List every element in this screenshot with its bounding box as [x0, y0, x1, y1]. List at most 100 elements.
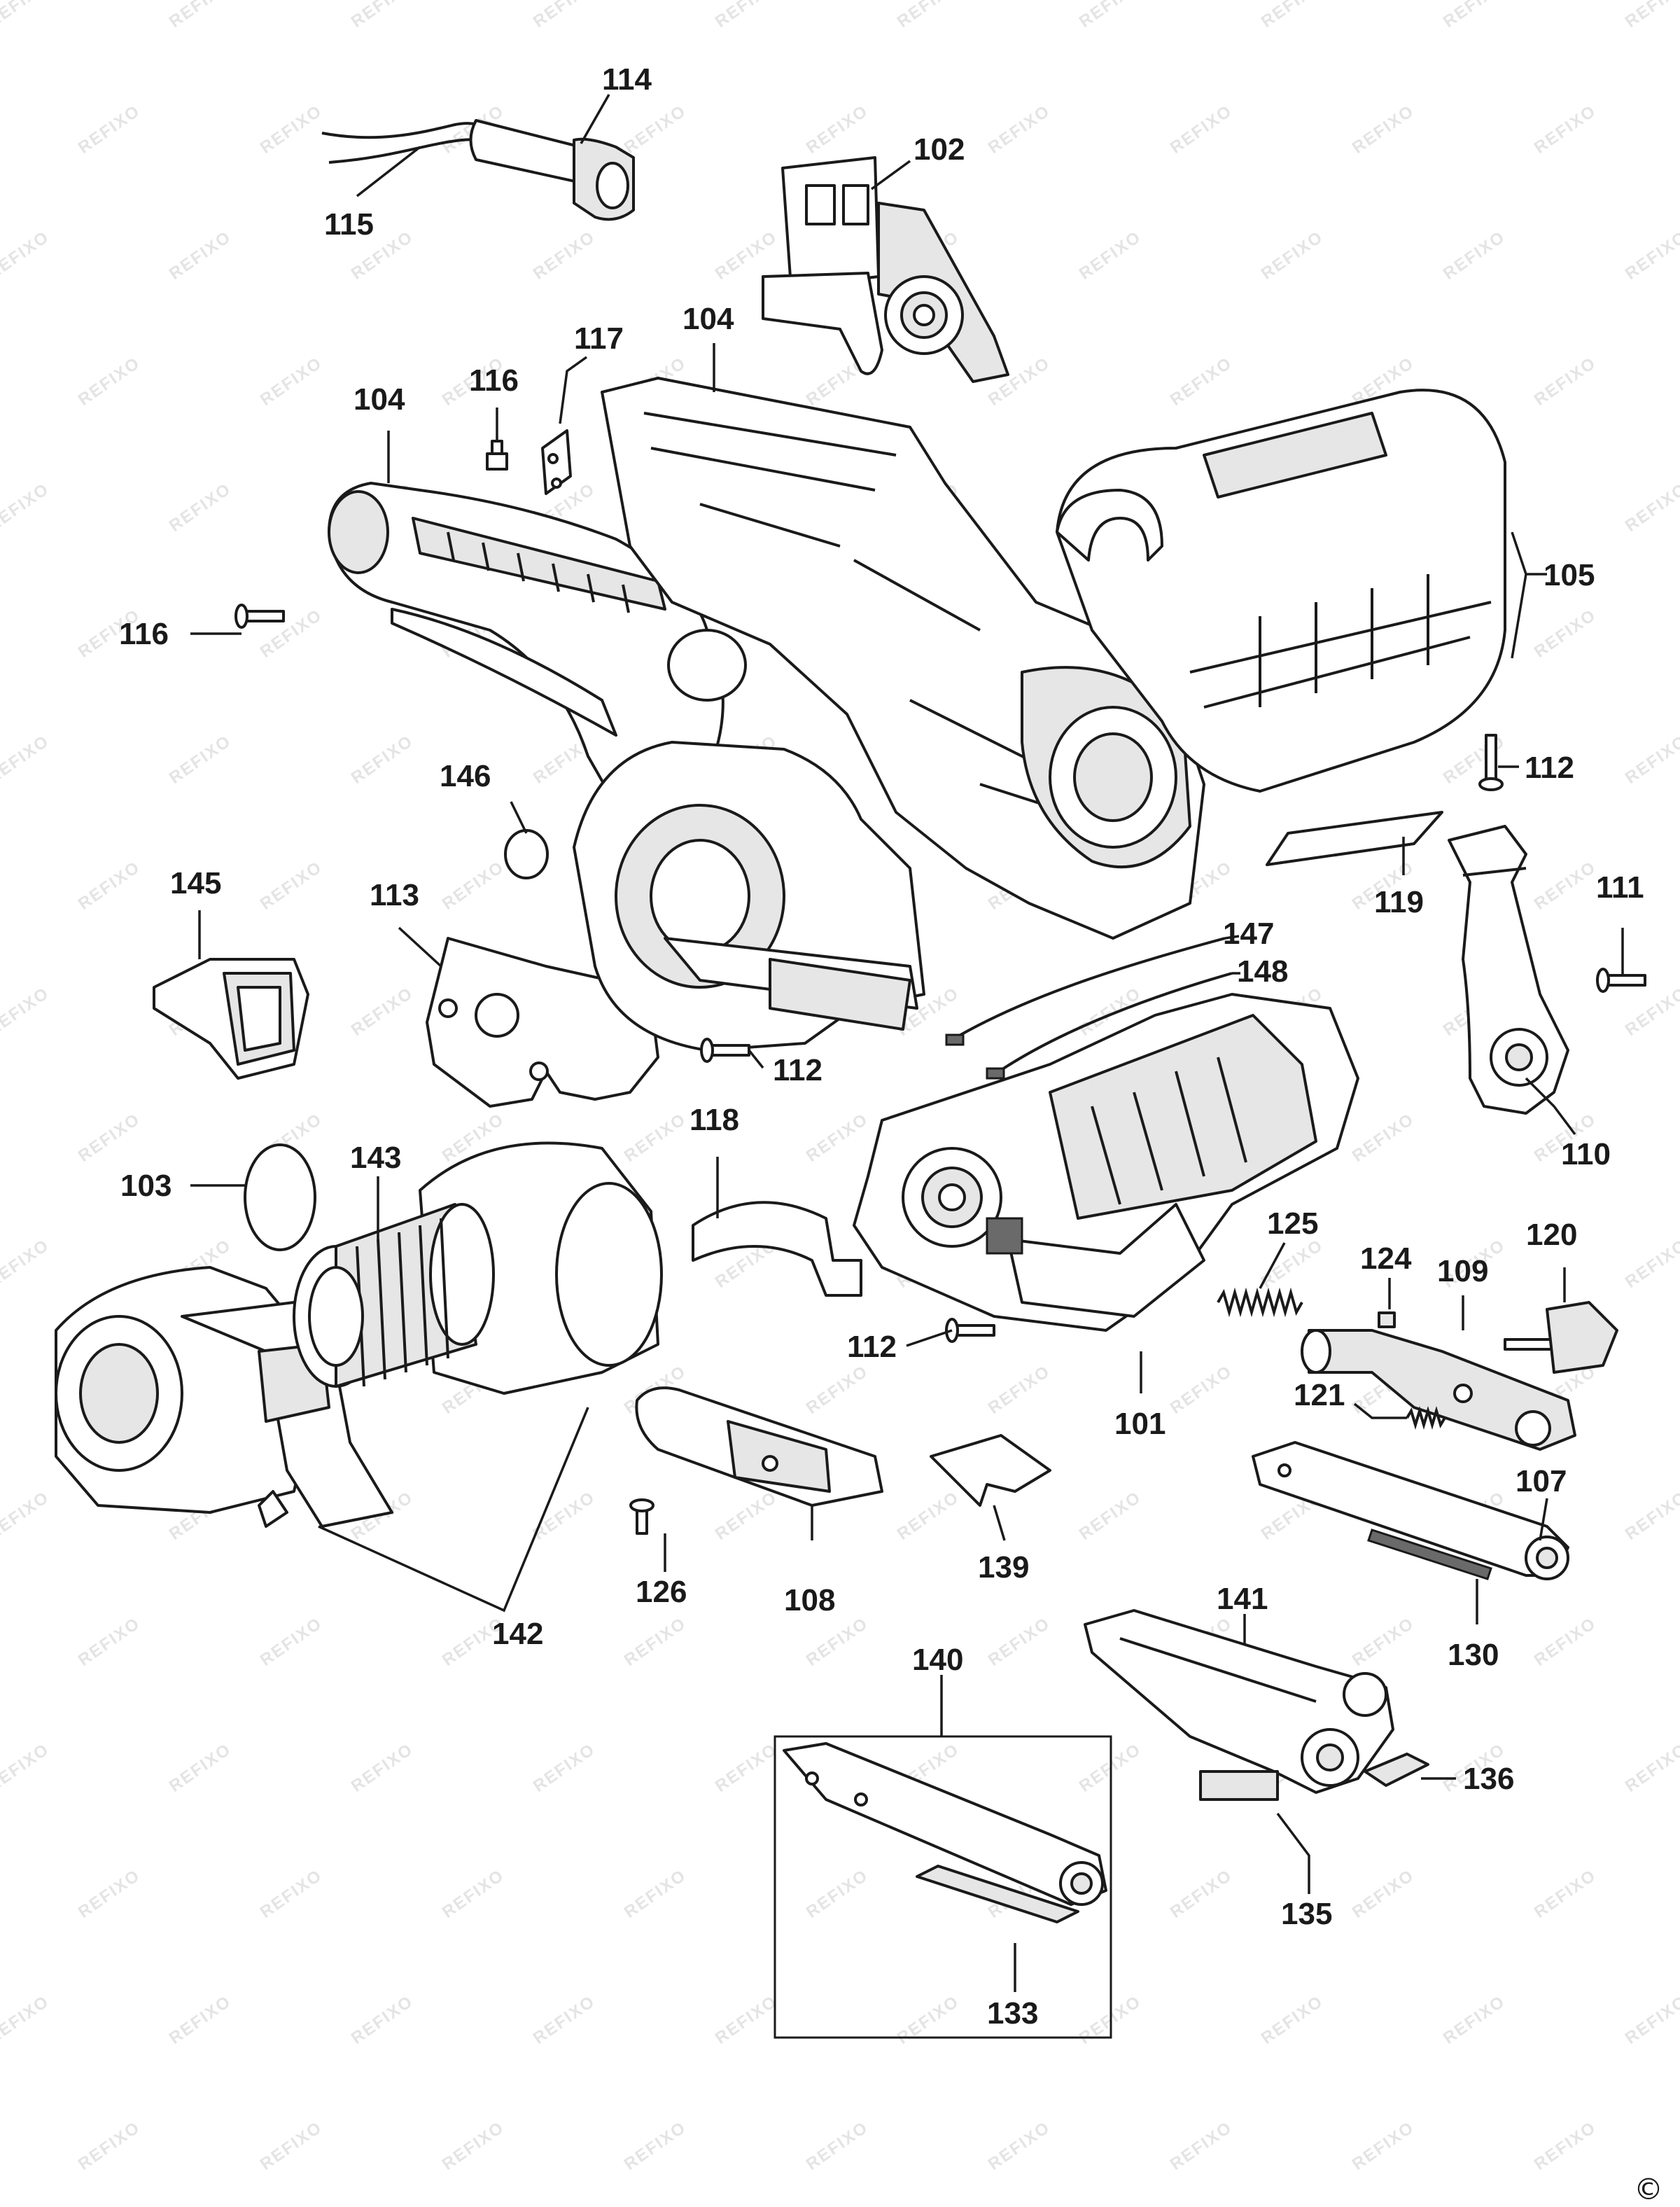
lever-drawing[interactable]	[1448, 825, 1569, 1115]
part-label-136[interactable]: 136	[1463, 1762, 1514, 1796]
part-label-135[interactable]: 135	[1281, 1897, 1332, 1931]
part-label-113[interactable]: 113	[370, 878, 419, 912]
switch-drawing[interactable]	[762, 156, 1009, 383]
screw-middle-drawing[interactable]	[700, 1038, 750, 1063]
screw-lower-drawing[interactable]	[945, 1318, 995, 1343]
leader-lines	[190, 94, 1624, 1992]
main-housing-drawing[interactable]	[573, 741, 925, 1052]
part-label-121[interactable]: 121	[1294, 1378, 1345, 1412]
part-label-102[interactable]: 102	[913, 132, 965, 167]
watermark-text: REFIXO	[1531, 354, 1600, 410]
label-plate-drawing[interactable]	[1266, 811, 1443, 866]
belt-arm-107-drawing[interactable]	[1252, 1441, 1569, 1580]
part-label-125[interactable]: 125	[1267, 1206, 1318, 1241]
handle-half-left-drawing[interactable]	[328, 482, 747, 807]
filter-drawing[interactable]	[293, 1203, 495, 1388]
pad-135-drawing[interactable]	[1199, 1770, 1279, 1801]
part-label-116-left[interactable]: 116	[119, 617, 169, 651]
part-label-139[interactable]: 139	[978, 1550, 1029, 1585]
part-label-141[interactable]: 141	[1217, 1582, 1268, 1616]
watermark-text: REFIXO	[1440, 228, 1509, 284]
pad-124-drawing[interactable]	[1378, 1311, 1396, 1328]
latch-drawing[interactable]	[635, 1386, 883, 1507]
part-label-140[interactable]: 140	[912, 1643, 963, 1677]
handle-half-right-drawing[interactable]	[601, 377, 1205, 940]
dust-canister-drawing[interactable]	[55, 1141, 663, 1528]
watermark-text: REFIXO	[166, 1992, 235, 2048]
part-label-116-top[interactable]: 116	[469, 363, 519, 398]
part-label-119[interactable]: 119	[1374, 885, 1424, 919]
part-label-110[interactable]: 110	[1561, 1137, 1611, 1171]
screw-111-drawing[interactable]	[1596, 968, 1646, 993]
part-label-107[interactable]: 107	[1516, 1464, 1567, 1498]
o-ring-103-drawing[interactable]	[244, 1143, 316, 1251]
screw-116-left-drawing[interactable]	[234, 604, 285, 629]
motor-cover-drawing[interactable]	[1056, 389, 1506, 793]
watermark-text: REFIXO	[348, 984, 417, 1040]
belt-arm-140-drawing[interactable]	[783, 1742, 1107, 1906]
pin-drawing[interactable]	[629, 1498, 654, 1535]
knob-drawing[interactable]	[1504, 1301, 1618, 1374]
platen-133-drawing[interactable]	[916, 1865, 1079, 1923]
part-label-130[interactable]: 130	[1448, 1638, 1499, 1672]
part-label-103[interactable]: 103	[120, 1169, 172, 1203]
watermark-text: REFIXO	[621, 102, 690, 158]
tension-lever-drawing[interactable]	[1301, 1329, 1576, 1451]
part-label-120[interactable]: 120	[1526, 1218, 1577, 1252]
part-label-104-top[interactable]: 104	[682, 302, 734, 336]
part-label-104-left[interactable]: 104	[354, 382, 405, 417]
platen-130-drawing[interactable]	[1367, 1529, 1492, 1580]
part-label-148[interactable]: 148	[1237, 954, 1288, 989]
part-label-143[interactable]: 143	[350, 1141, 401, 1175]
part-label-109[interactable]: 109	[1437, 1254, 1488, 1288]
watermark-text: REFIXO	[348, 1992, 417, 2048]
part-label-124[interactable]: 124	[1360, 1241, 1412, 1276]
watermark-text: REFIXO	[1622, 1236, 1680, 1292]
part-label-112-middle[interactable]: 112	[773, 1053, 822, 1087]
watermark-text: REFIXO	[0, 984, 52, 1040]
wire-148-drawing[interactable]	[993, 972, 1233, 1076]
screw-right-drawing[interactable]	[1478, 734, 1504, 791]
part-label-111[interactable]: 111	[1596, 870, 1644, 905]
watermark-text: REFIXO	[803, 1866, 872, 1922]
part-label-147[interactable]: 147	[1223, 917, 1274, 951]
part-label-126[interactable]: 126	[636, 1575, 687, 1609]
part-label-133[interactable]: 133	[987, 1996, 1038, 2031]
motor-housing-drawing[interactable]	[853, 993, 1359, 1332]
watermark-text: REFIXO	[1349, 1614, 1418, 1670]
o-ring-146-drawing[interactable]	[504, 829, 549, 879]
watermark-text: REFIXO	[166, 228, 235, 284]
part-label-105[interactable]: 105	[1544, 558, 1595, 592]
screw-116-top-drawing[interactable]	[486, 440, 508, 471]
watermark-text: REFIXO	[0, 1488, 52, 1544]
watermark-text: REFIXO	[439, 1866, 508, 1922]
wire-147-drawing[interactable]	[951, 937, 1226, 1041]
cord-clamp-drawing[interactable]	[541, 429, 572, 495]
dust-port-drawing[interactable]	[153, 958, 309, 1080]
pad-136-drawing[interactable]	[1364, 1753, 1429, 1787]
part-label-145[interactable]: 145	[170, 866, 221, 900]
part-label-108[interactable]: 108	[784, 1583, 835, 1617]
belt-arm-141-drawing[interactable]	[1084, 1609, 1394, 1794]
part-label-114[interactable]: 114	[602, 62, 652, 97]
part-label-101[interactable]: 101	[1114, 1407, 1166, 1441]
part-label-117[interactable]: 117	[574, 321, 624, 356]
watermark-text: REFIXO	[1258, 0, 1327, 32]
part-label-112-lower[interactable]: 112	[847, 1330, 897, 1364]
watermark-text: REFIXO	[257, 1614, 326, 1670]
watermark-text: REFIXO	[257, 102, 326, 158]
watermark-text: REFIXO	[1622, 1992, 1680, 2048]
watermark-text: REFIXO	[1167, 2118, 1236, 2174]
part-label-118[interactable]: 118	[690, 1103, 739, 1137]
clip-drawing[interactable]	[930, 1434, 1051, 1507]
watermark-text: REFIXO	[1076, 228, 1145, 284]
spring-125-drawing[interactable]	[1217, 1287, 1303, 1318]
guard-plate-drawing[interactable]	[692, 1201, 862, 1297]
cord-protector-drawing[interactable]	[469, 119, 635, 221]
part-label-112-right[interactable]: 112	[1525, 751, 1574, 785]
spring-121-drawing[interactable]	[1406, 1406, 1446, 1430]
part-label-115[interactable]: 115	[324, 207, 374, 242]
part-label-142[interactable]: 142	[492, 1617, 543, 1651]
watermark-text: REFIXO	[803, 1110, 872, 1166]
part-label-146[interactable]: 146	[440, 759, 491, 793]
